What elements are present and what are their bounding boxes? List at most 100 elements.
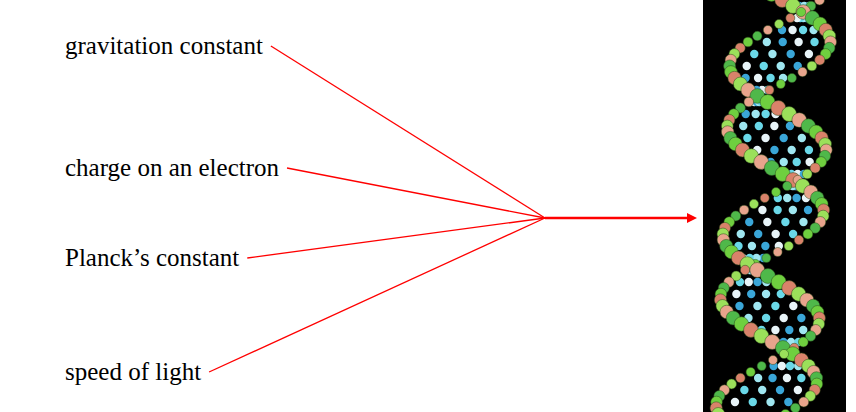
base-pair-atom bbox=[766, 74, 774, 82]
base-pair-atom bbox=[739, 122, 747, 130]
leader-line bbox=[271, 46, 545, 218]
backbone-atom bbox=[753, 31, 762, 40]
base-pair-atom bbox=[760, 62, 768, 70]
backbone-atom bbox=[763, 25, 772, 34]
base-pair-atom bbox=[747, 290, 755, 298]
backbone-atom bbox=[739, 205, 749, 215]
backbone-atom bbox=[768, 355, 777, 364]
base-pair-atom bbox=[783, 374, 791, 382]
base-pair-atom bbox=[761, 110, 769, 118]
backbone-atom bbox=[798, 67, 807, 76]
base-pair-atom bbox=[780, 134, 788, 142]
base-pair-atom bbox=[770, 146, 778, 154]
base-pair-atom bbox=[773, 206, 781, 214]
backbone-atom bbox=[744, 97, 754, 107]
base-pair-atom bbox=[751, 110, 759, 118]
backbone-atom bbox=[773, 247, 782, 256]
base-pair-atom bbox=[740, 386, 748, 394]
backbone-atom bbox=[776, 79, 785, 88]
backbone-atom bbox=[787, 73, 796, 82]
backbone-atom bbox=[736, 373, 745, 382]
base-pair-atom bbox=[745, 218, 753, 226]
backbone-atom bbox=[760, 193, 769, 202]
base-pair-atom bbox=[798, 134, 806, 142]
constant-label: speed of light bbox=[65, 357, 201, 387]
base-pair-atom bbox=[754, 374, 762, 382]
base-pair-atom bbox=[762, 290, 770, 298]
result-arrow bbox=[545, 217, 688, 220]
dna-helix bbox=[710, 0, 837, 412]
base-pair-atom bbox=[758, 206, 766, 214]
backbone-atom bbox=[784, 241, 793, 250]
backbone-atom bbox=[765, 85, 774, 94]
constant-label: gravitation constant bbox=[65, 31, 263, 61]
backbone-atom bbox=[803, 229, 813, 239]
base-pair-atom bbox=[768, 50, 776, 58]
base-pair-atom bbox=[780, 158, 788, 166]
base-pair-atom bbox=[799, 218, 807, 226]
backbone-atom bbox=[757, 361, 766, 370]
base-pair-atom bbox=[781, 218, 789, 226]
backbone-atom bbox=[799, 397, 809, 407]
base-pair-atom bbox=[737, 230, 745, 238]
base-pair-atom bbox=[788, 26, 796, 34]
base-pair-atom bbox=[786, 362, 794, 370]
base-pair-atom bbox=[761, 134, 769, 142]
base-pair-atom bbox=[743, 62, 751, 70]
base-pair-atom bbox=[797, 314, 805, 322]
base-pair-atom bbox=[732, 290, 740, 298]
base-pair-atom bbox=[766, 398, 774, 406]
base-pair-atom bbox=[787, 146, 795, 154]
image-ground bbox=[703, 0, 846, 412]
base-pair-atom bbox=[785, 326, 793, 334]
base-pair-atom bbox=[789, 302, 797, 310]
base-pair-atom bbox=[786, 50, 794, 58]
backbone-atom bbox=[779, 349, 788, 358]
base-pair-atom bbox=[753, 302, 761, 310]
base-pair-atom bbox=[792, 194, 800, 202]
backbone-atom bbox=[802, 169, 812, 179]
base-pair-atom bbox=[794, 38, 802, 46]
leader-line bbox=[209, 218, 545, 372]
base-pair-atom bbox=[805, 50, 813, 58]
base-pair-atom bbox=[735, 302, 743, 310]
backbone-atom bbox=[749, 199, 758, 208]
base-pair-atom bbox=[749, 398, 757, 406]
base-pair-atom bbox=[768, 374, 776, 382]
constant-label: Planck’s constant bbox=[65, 243, 239, 273]
base-pair-atom bbox=[761, 242, 769, 250]
base-pair-atom bbox=[804, 206, 812, 214]
base-pair-atom bbox=[743, 134, 751, 142]
backbone-atom bbox=[797, 7, 806, 16]
leader-line bbox=[287, 168, 545, 218]
base-pair-atom bbox=[762, 314, 770, 322]
base-pair-atom bbox=[748, 242, 756, 250]
base-pair-atom bbox=[771, 230, 779, 238]
base-pair-atom bbox=[780, 314, 788, 322]
backbone-atom bbox=[781, 409, 790, 412]
base-pair-atom bbox=[776, 386, 784, 394]
backbone-atom bbox=[798, 337, 808, 347]
base-pair-atom bbox=[799, 26, 807, 34]
base-pair-atom bbox=[794, 386, 802, 394]
base-pair-atom bbox=[771, 302, 779, 310]
backbone-atom bbox=[712, 408, 725, 412]
base-pair-atom bbox=[789, 206, 797, 214]
backbone-atom bbox=[791, 403, 801, 412]
base-pair-atom bbox=[755, 122, 763, 130]
backbone-atom bbox=[740, 265, 749, 274]
base-pair-atom bbox=[779, 38, 787, 46]
base-pair-atom bbox=[753, 278, 761, 286]
base-pair-atom bbox=[745, 278, 753, 286]
base-pair-atom bbox=[783, 194, 791, 202]
backbone-atom bbox=[807, 61, 817, 71]
base-pair-atom bbox=[792, 158, 800, 166]
base-pair-atom bbox=[777, 62, 785, 70]
base-pair-atom bbox=[770, 122, 778, 130]
backbone-atom bbox=[771, 187, 780, 196]
base-pair-atom bbox=[763, 38, 771, 46]
base-pair-atom bbox=[778, 362, 786, 370]
base-pair-atom bbox=[763, 218, 771, 226]
